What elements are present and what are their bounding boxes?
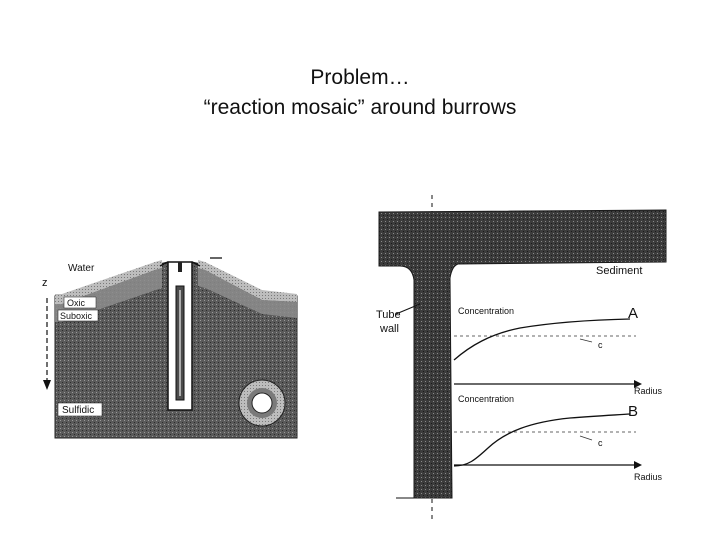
panel-a-concentration-curve xyxy=(453,318,631,361)
sediment-and-tube-wall xyxy=(378,209,667,499)
z-axis-label: z xyxy=(42,277,48,289)
slide-title-line-2: “reaction mosaic” around burrows xyxy=(203,96,517,119)
tube-wall-label-line-2: wall xyxy=(379,323,399,335)
profile-panel-a: Concentration A c Radius xyxy=(453,305,663,396)
panel-b-ylabel: Concentration xyxy=(458,394,514,404)
panel-b-c-tick xyxy=(579,435,593,441)
suboxic-layer xyxy=(55,268,162,322)
sulfidic-label-box xyxy=(57,402,103,417)
oxic-layer-right xyxy=(198,260,297,302)
depth-arrow xyxy=(43,298,51,390)
suboxic-label: Suboxic xyxy=(60,311,93,321)
tube-wall-leader-line xyxy=(395,303,421,315)
relict-burrow xyxy=(238,379,286,427)
panel-a-x-arrowhead xyxy=(634,380,642,388)
panel-b-letter: B xyxy=(628,403,638,420)
panel-a-c-tick xyxy=(579,338,593,343)
panel-b-c-label: c xyxy=(598,438,603,448)
panel-a-xlabel: Radius xyxy=(634,386,663,396)
panel-b-xlabel: Radius xyxy=(634,472,663,482)
water-label: Water xyxy=(68,263,95,274)
suboxic-label-box xyxy=(57,309,99,322)
oxic-label-box xyxy=(63,296,97,309)
sediment-label: Sediment xyxy=(596,265,642,277)
panel-a-ylabel: Concentration xyxy=(458,306,514,316)
burrow-cross-section-diagram: Water z Oxic Suboxic Sulfidic xyxy=(42,257,298,439)
oxic-layer xyxy=(55,260,162,304)
suboxic-layer-right xyxy=(198,268,297,318)
slide-title-line-1: Problem… xyxy=(310,66,410,89)
tube-wall-profile-diagram: Sediment Tube wall Concentration A c Rad… xyxy=(376,195,667,520)
panel-a-c-label: c xyxy=(598,340,603,350)
burrow-rim-left xyxy=(159,261,169,267)
burrow-rim-right xyxy=(191,261,201,267)
panel-b-x-arrowhead xyxy=(634,461,642,469)
panel-b-concentration-curve xyxy=(453,413,631,467)
burrow-opening-marker xyxy=(178,262,182,272)
profile-panel-b: Concentration B c Radius xyxy=(453,394,663,482)
sulfidic-label: Sulfidic xyxy=(62,405,94,416)
tube-wall-label-line-1: Tube xyxy=(376,309,401,321)
oxic-label: Oxic xyxy=(67,298,86,308)
panel-a-letter: A xyxy=(628,305,638,322)
